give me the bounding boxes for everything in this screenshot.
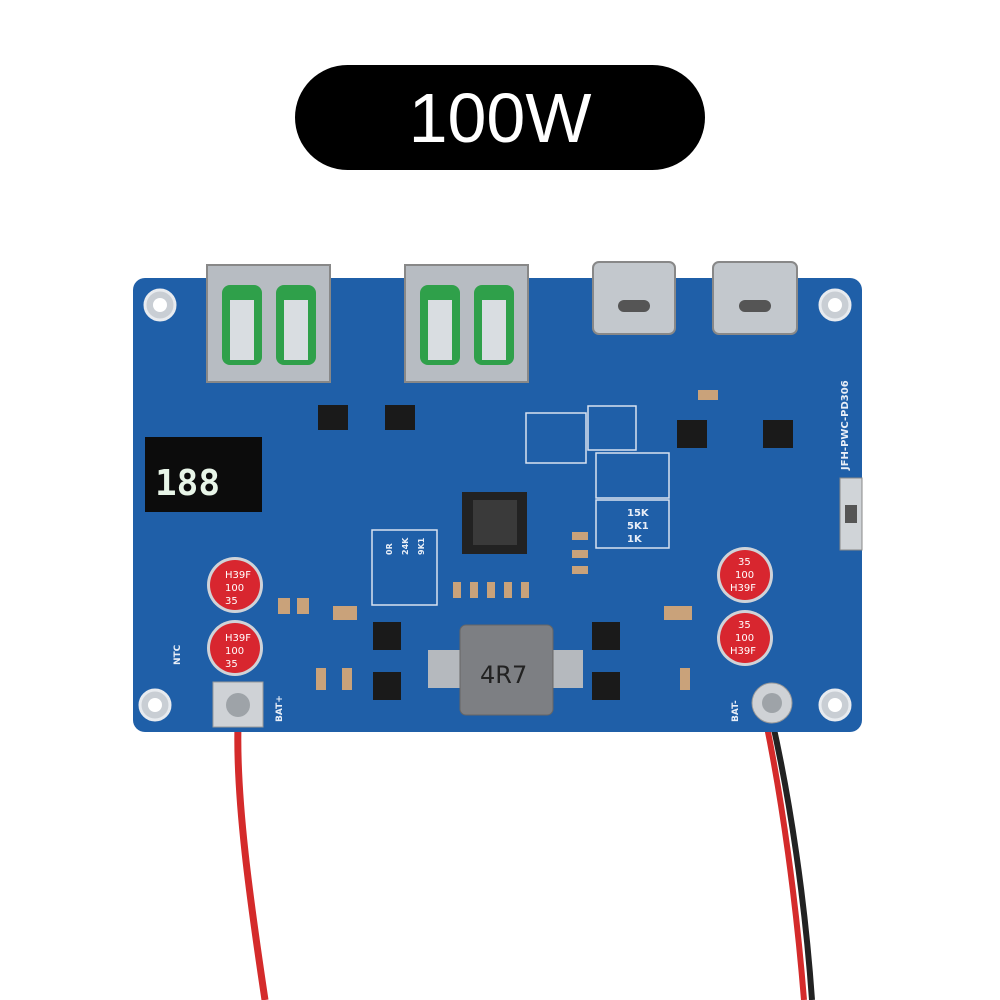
led-display: 188	[145, 437, 262, 512]
capacitor-2: H39F 100 35	[207, 620, 263, 676]
svg-text:H39F: H39F	[225, 570, 251, 581]
capacitor-1: H39F 100 35	[207, 557, 263, 613]
svg-text:35: 35	[738, 557, 751, 568]
bat-plus-pad	[212, 681, 264, 728]
svg-text:100: 100	[735, 570, 754, 581]
resistor-label-9k1: 9K1	[417, 537, 426, 555]
mosfet-chips	[318, 405, 793, 700]
bat-minus-label: BAT-	[731, 700, 741, 722]
red-wire-negative	[763, 721, 807, 1000]
resistor-label-24k: 24K	[401, 537, 410, 555]
usb-c-port-2	[712, 261, 798, 335]
smd-passives	[278, 390, 718, 690]
svg-text:100: 100	[225, 583, 244, 594]
usb-c-port-1	[592, 261, 676, 335]
power-rating-banner: 100W	[295, 65, 705, 170]
usb-a-port-2	[404, 264, 529, 383]
bat-plus-label: BAT+	[275, 695, 285, 722]
board-model-marking: JFH-PWC-PD306	[840, 380, 851, 471]
resistor-label-1k: 1K	[627, 534, 643, 545]
svg-text:35: 35	[738, 620, 751, 631]
resistor-label-5k1: 5K1	[627, 521, 649, 532]
svg-text:H39F: H39F	[730, 583, 756, 594]
red-wire-positive	[234, 724, 269, 1000]
svg-text:100: 100	[735, 633, 754, 644]
ntc-label: NTC	[173, 644, 183, 665]
usb-a-port-1	[206, 264, 331, 383]
black-wire-negative	[769, 719, 815, 1000]
svg-text:100: 100	[225, 646, 244, 657]
power-inductor: 4R7	[428, 624, 583, 716]
resistor-label-0r: 0R	[385, 543, 394, 555]
inductor-marking: 4R7	[480, 661, 527, 689]
svg-text:35: 35	[225, 659, 238, 670]
svg-text:H39F: H39F	[225, 633, 251, 644]
resistor-label-15k: 15K	[627, 508, 650, 519]
svg-text:188: 188	[155, 463, 220, 504]
svg-text:35: 35	[225, 596, 238, 607]
svg-text:H39F: H39F	[730, 646, 756, 657]
